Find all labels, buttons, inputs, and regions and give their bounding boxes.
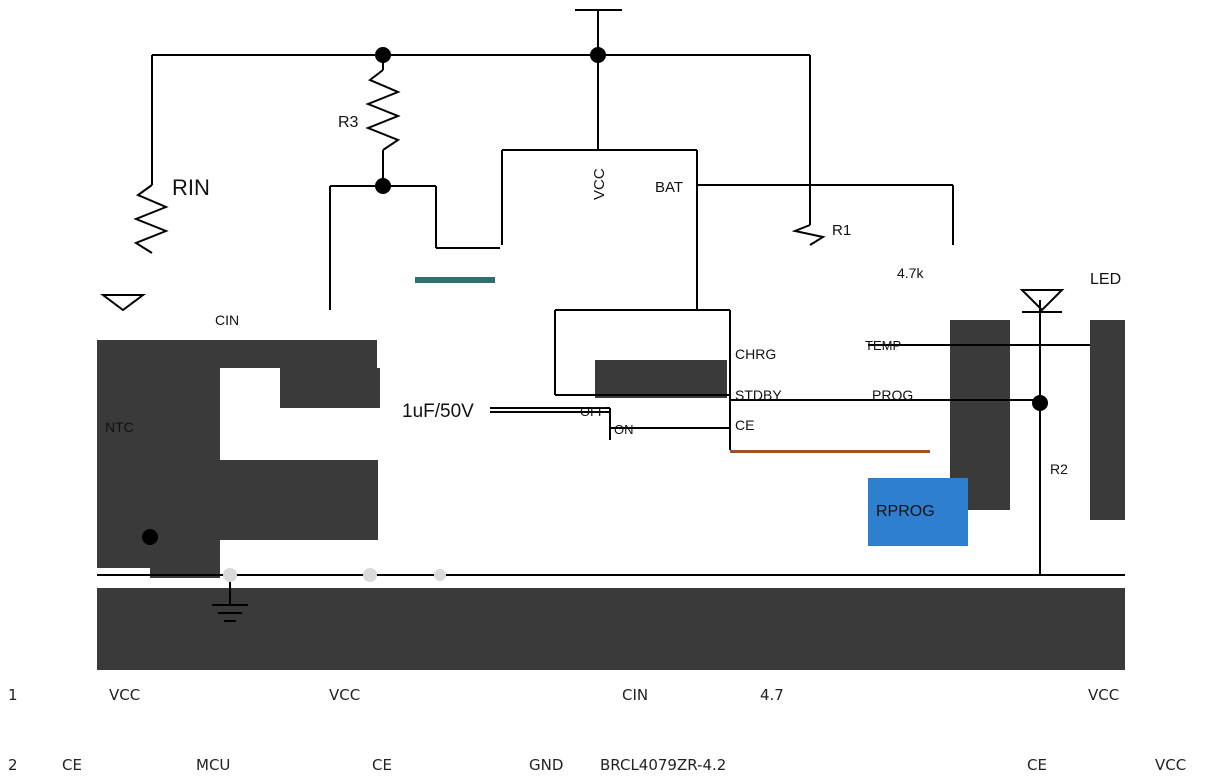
pin-prog: PROG bbox=[872, 387, 913, 403]
pin-vcc: VCC bbox=[591, 168, 608, 200]
ground-junctions bbox=[223, 568, 446, 582]
wires bbox=[97, 9, 1125, 622]
led-symbols bbox=[100, 289, 1065, 313]
note-row-1-item: VCC bbox=[1088, 686, 1120, 704]
note-row-1-number: 1 bbox=[8, 686, 18, 704]
rust-trace bbox=[730, 450, 930, 453]
switch-on-label: ON bbox=[614, 422, 634, 437]
pin-temp: TEMP bbox=[865, 338, 901, 353]
label-r3: R3 bbox=[338, 114, 359, 131]
label-r2: R2 bbox=[1050, 461, 1068, 477]
junction-dots bbox=[142, 47, 1048, 545]
pin-ce: CE bbox=[735, 417, 754, 433]
note-row-2-item: VCC bbox=[1155, 756, 1187, 774]
note-row-1-item: 4.7 bbox=[760, 686, 784, 704]
note-row-1-item: CIN bbox=[622, 686, 649, 704]
note-row-1-item: VCC bbox=[109, 686, 141, 704]
note-row-2-item: CE bbox=[62, 756, 82, 774]
pin-stdby: STDBY bbox=[735, 387, 782, 403]
dark-artifact-region bbox=[97, 320, 1125, 670]
note-row-1-item: VCC bbox=[329, 686, 361, 704]
resistor-symbols bbox=[133, 69, 826, 254]
label-r1: R1 bbox=[832, 222, 851, 239]
value-47-label: 4.7k bbox=[897, 265, 924, 281]
teal-trace bbox=[415, 277, 495, 283]
pin-bat: BAT bbox=[655, 179, 683, 196]
note-row-2-number: 2 bbox=[8, 756, 18, 774]
cin-label: CIN bbox=[215, 312, 239, 328]
note-row-2-item: CE bbox=[1027, 756, 1047, 774]
capacitor-value: 1uF/50V bbox=[402, 401, 474, 422]
resistor-r3 bbox=[365, 69, 401, 151]
note-row-2-item: MCU bbox=[196, 756, 231, 774]
led-label: LED bbox=[1090, 271, 1121, 288]
note-row-2-item: CE bbox=[372, 756, 392, 774]
resistor-r1 bbox=[791, 224, 826, 246]
circuit-schematic: RIN R3 R1 R2 RPROG VCC BAT CHRG STDBY PR… bbox=[97, 9, 1125, 670]
pin-chrg: CHRG bbox=[735, 346, 776, 362]
label-rprog: RPROG bbox=[876, 503, 935, 520]
switch-off-label: OFF bbox=[580, 404, 606, 419]
resistor-rin bbox=[133, 184, 169, 254]
note-row-1: 1 VCC VCC CIN 4.7 VCC bbox=[0, 686, 1210, 706]
label-rin: RIN bbox=[172, 175, 210, 200]
rprog-highlight bbox=[868, 478, 968, 546]
note-row-2: 2 CE MCU CE GND BRCL4079ZR-4.2 CE VCC bbox=[0, 756, 1210, 776]
note-row-2-item: BRCL4079ZR-4.2 bbox=[600, 756, 727, 774]
thermistor-label: NTC bbox=[105, 419, 134, 435]
note-row-2-item: GND bbox=[529, 756, 564, 774]
